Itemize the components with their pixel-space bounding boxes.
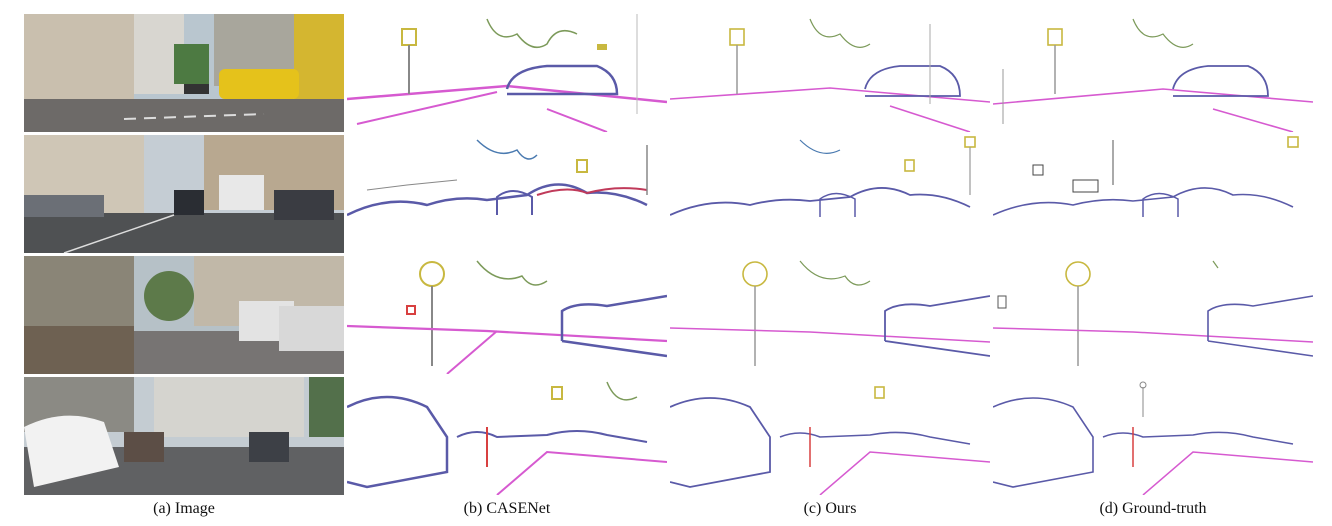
ground-truth-row2 xyxy=(993,135,1313,253)
caption-ground-truth: (d) Ground-truth xyxy=(1099,500,1207,517)
casenet-row2 xyxy=(347,135,667,253)
figure-grid xyxy=(24,14,1314,498)
ours-row2 xyxy=(670,135,990,253)
image-row1 xyxy=(24,14,344,132)
image-row4 xyxy=(24,377,344,495)
image-row2 xyxy=(24,135,344,253)
image-row3 xyxy=(24,256,344,374)
caption-casenet: (b) CASENet xyxy=(463,500,551,517)
casenet-row1 xyxy=(347,14,667,132)
ground-truth-row3 xyxy=(993,256,1313,374)
ground-truth-row4 xyxy=(993,377,1313,495)
caption-ours: (c) Ours xyxy=(803,500,857,517)
ground-truth-row1 xyxy=(993,14,1313,132)
ours-row3 xyxy=(670,256,990,374)
caption-image: (a) Image xyxy=(153,500,215,517)
ours-row1 xyxy=(670,14,990,132)
ours-row4 xyxy=(670,377,990,495)
casenet-row3 xyxy=(347,256,667,374)
casenet-row4 xyxy=(347,377,667,495)
